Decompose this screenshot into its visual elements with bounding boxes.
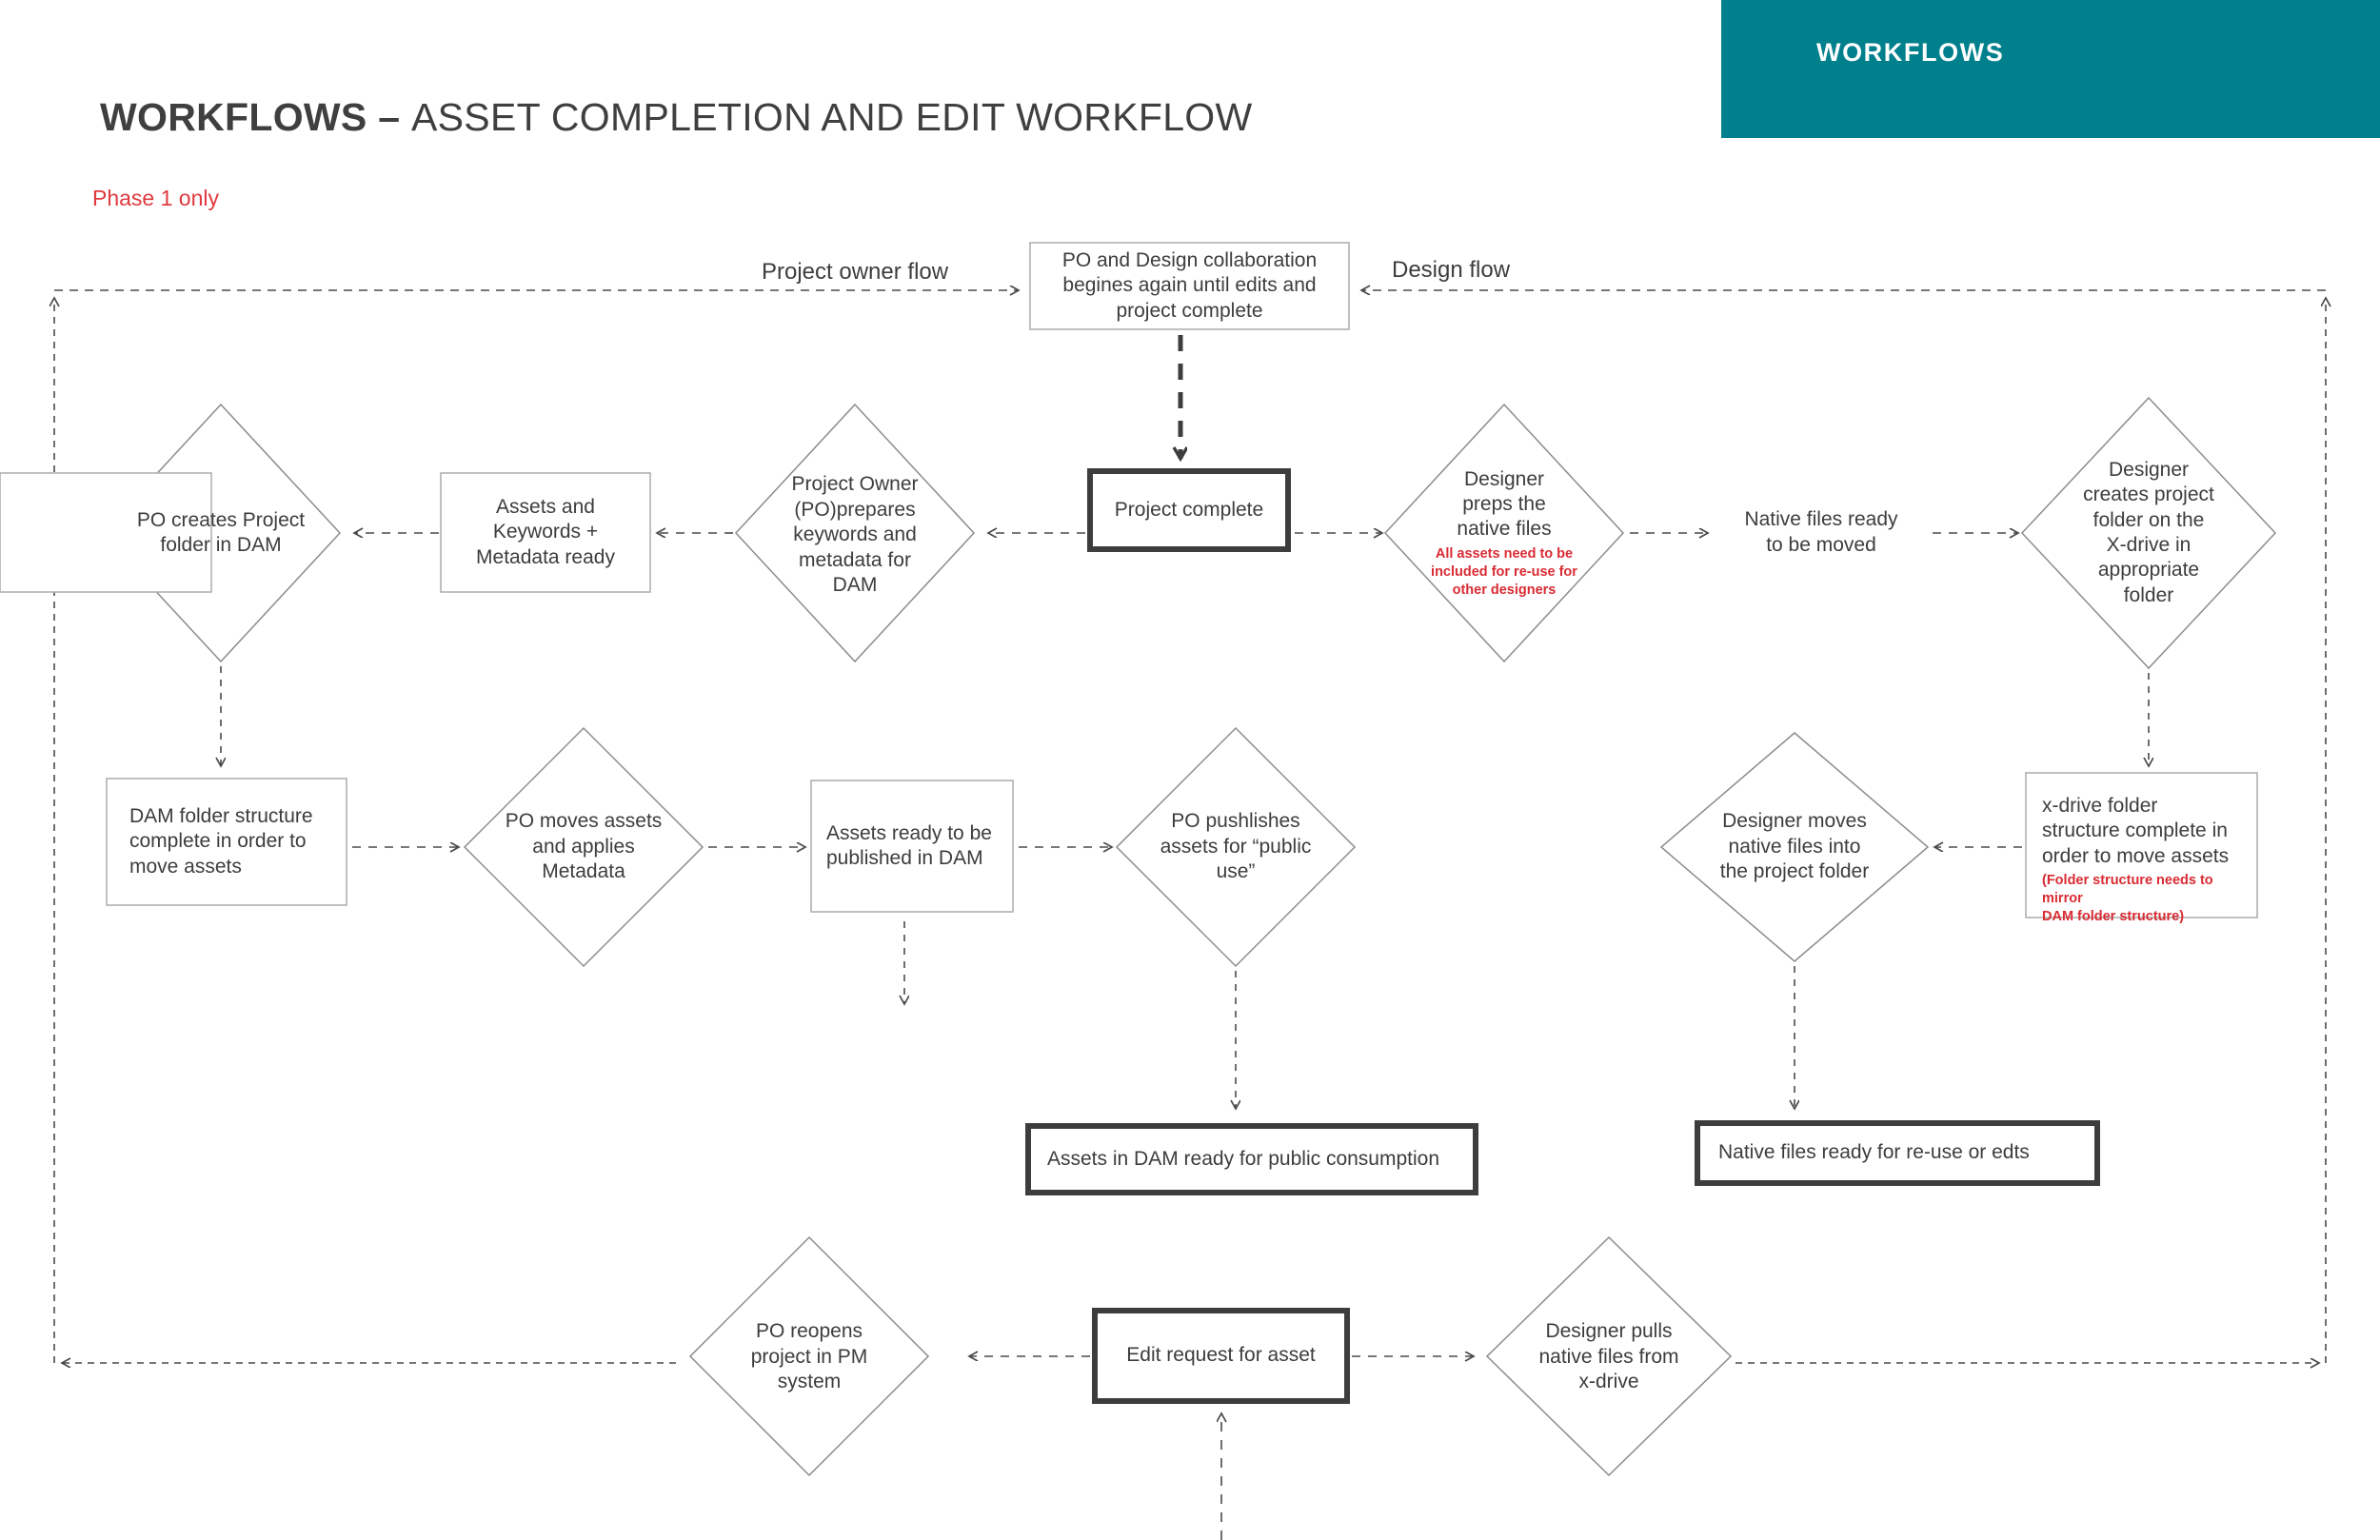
node-po-reopens-project[interactable] xyxy=(688,1235,930,1477)
node-po-publishes-assets[interactable] xyxy=(1115,726,1357,968)
node-po-design-collaboration[interactable] xyxy=(1029,242,1350,330)
node-designer-pulls-native-files[interactable] xyxy=(1485,1235,1733,1477)
node-edit-request-for-asset[interactable] xyxy=(1092,1308,1350,1404)
node-xdrive-folder-structure[interactable] xyxy=(2025,772,2258,918)
node-po-moves-assets[interactable] xyxy=(463,726,704,968)
node-project-complete[interactable] xyxy=(1087,468,1291,552)
page-subtitle: Phase 1 only xyxy=(92,186,219,210)
node-designer-creates-xdrive-folder[interactable] xyxy=(2020,396,2277,670)
node-native-files-ready-reuse[interactable] xyxy=(1695,1120,2100,1186)
page-title: WORKFLOWS – ASSET COMPLETION AND EDIT WO… xyxy=(100,95,1253,140)
page-title-strong: WORKFLOWS – xyxy=(100,95,412,139)
page-title-rest: ASSET COMPLETION AND EDIT WORKFLOW xyxy=(411,95,1253,139)
node-native-files-ready-moved[interactable] xyxy=(0,472,212,593)
workflows-banner xyxy=(1721,0,2380,138)
label-design-flow: Design flow xyxy=(1392,257,1511,283)
node-assets-in-dam-ready[interactable] xyxy=(1025,1123,1478,1195)
node-dam-folder-structure[interactable] xyxy=(106,778,347,906)
node-assets-keywords-metadata[interactable] xyxy=(440,472,651,593)
label-project-owner-flow: Project owner flow xyxy=(762,259,949,285)
node-po-prepares-keywords[interactable] xyxy=(734,403,976,663)
node-designer-preps-native-files[interactable] xyxy=(1383,403,1625,663)
banner-title: WORKFLOWS xyxy=(1816,38,2005,67)
node-assets-ready-published[interactable] xyxy=(810,780,1014,913)
connector-row4-arrows xyxy=(969,1356,1474,1540)
node-designer-moves-native-files[interactable] xyxy=(1659,732,1930,962)
